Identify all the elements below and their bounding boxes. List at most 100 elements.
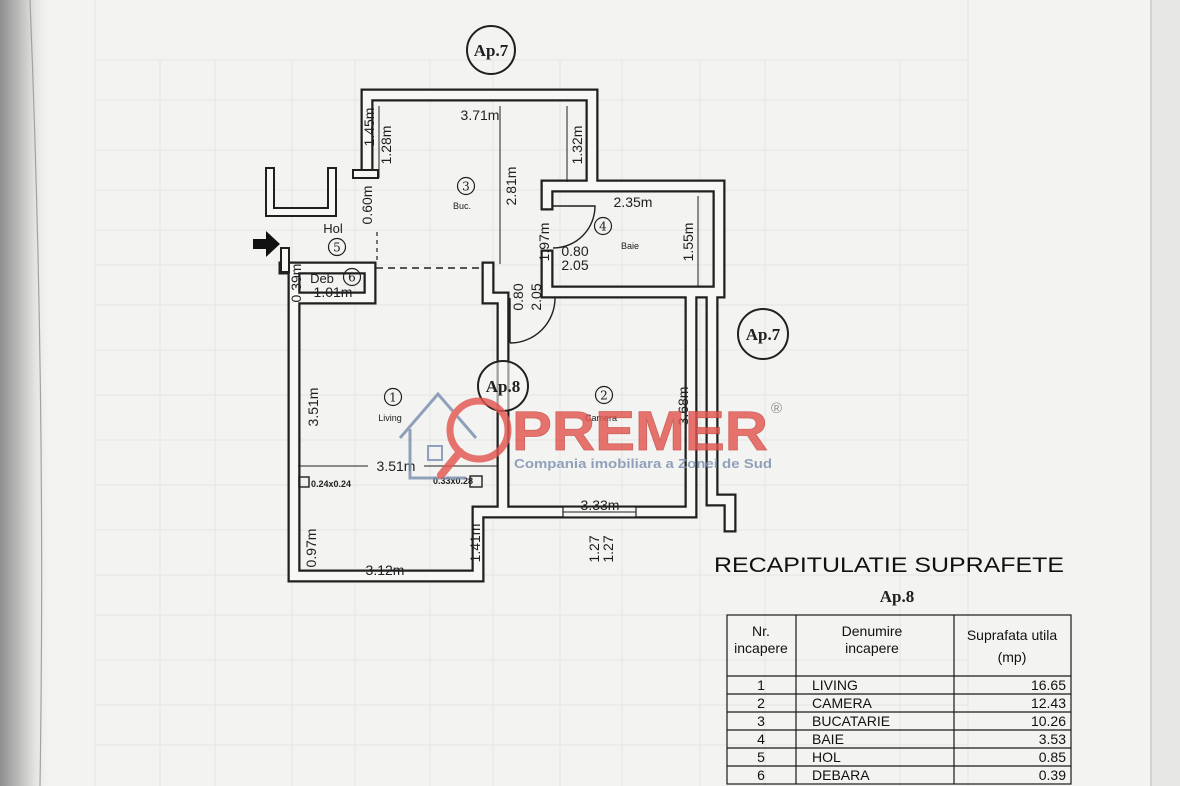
row-name: DEBARA [812, 767, 870, 783]
neighbor-apartment-right: Ap.7 [737, 308, 789, 360]
room-label: Hol [323, 221, 343, 236]
table-row: 4 BAIE 3.53 [757, 731, 1066, 747]
room-number: 6 [348, 271, 356, 285]
apartment-circle [466, 25, 516, 75]
row-nr: 2 [757, 695, 765, 711]
summary-table-grid [726, 614, 1072, 785]
room-number: 5 [333, 241, 341, 255]
table-row: 2 CAMERA 12.43 [757, 695, 1066, 711]
area-summary: RECAPITULATIE SUPRAFETE Ap.8 Nr. incaper… [714, 554, 1072, 785]
header-name-line2: incapere [845, 640, 899, 656]
header-area-line2: (mp) [998, 649, 1027, 665]
row-nr: 3 [757, 713, 765, 729]
row-area: 10.26 [1031, 713, 1066, 729]
apartment-label: Ap.7 [474, 41, 509, 60]
table-row: 6 DEBARA 0.39 [757, 767, 1066, 783]
apartment-circle [737, 308, 789, 360]
dim-living-width: 3.51m [377, 458, 416, 474]
dim-bath-left: 1.97m [536, 223, 552, 262]
neighbor-apartment-top: Ap.7 [466, 25, 516, 75]
dim-bedroom-width: 3.33m [581, 497, 620, 513]
room-3-kitchen: 3 Buc. [453, 176, 476, 211]
row-area: 16.65 [1031, 677, 1066, 693]
dim-living-depth: 3.51m [305, 388, 321, 427]
room-number-circle [342, 267, 362, 287]
room-label: Baie [621, 241, 639, 251]
room-label: Living [378, 413, 402, 423]
header-name-line1: Denumire [842, 623, 903, 639]
dim-column-right: 0.33x0.28 [433, 476, 473, 486]
summary-title: RECAPITULATIE SUPRAFETE [714, 554, 1064, 577]
logo-brand: PREMER [512, 399, 768, 462]
apartment-label: Ap.8 [486, 377, 520, 396]
logo-tagline: Compania imobiliara a Zonei de Sud [514, 456, 772, 471]
row-name: BAIE [812, 731, 844, 747]
dim-hall-width: 0.60m [359, 186, 375, 225]
room-1-living: 1 Living [378, 387, 403, 423]
dim-hall-outer-height: 1.45m [361, 108, 377, 147]
table-row: 3 BUCATARIE 10.26 [757, 713, 1066, 729]
table-row: 5 HOL 0.85 [757, 749, 1066, 765]
room-5-hall: Hol 5 [323, 221, 347, 257]
row-name: LIVING [812, 677, 858, 693]
bedroom-door-swing [509, 297, 556, 344]
dim-balcony-width: 3.12m [366, 562, 405, 578]
row-area: 0.39 [1039, 767, 1066, 783]
dim-balcony-right: 1.41m [467, 524, 483, 563]
row-area: 0.85 [1039, 749, 1066, 765]
room-2-camera: 2 Camera [585, 385, 617, 423]
room-6-storage: Deb 6 [310, 267, 362, 287]
premer-logo: PREMER ® Compania imobiliara a Zonei de … [398, 391, 782, 480]
header-nr-line1: Nr. [752, 623, 770, 639]
summary-table-header: Nr. incapere Denumire incapere Suprafata… [734, 623, 1057, 665]
logo-registered-mark: ® [771, 400, 782, 417]
arrow-right-icon [253, 231, 280, 257]
column-right [469, 475, 483, 488]
page-curl-shadow [0, 0, 52, 786]
room-number: 2 [600, 389, 608, 403]
dim-room-door-width: 0.80 [510, 283, 526, 310]
room-number-circle [383, 387, 403, 407]
dim-storage-depth: 0.39m [288, 264, 304, 303]
dim-hall-inner-height: 1.28m [378, 126, 394, 165]
dim-bath-door-height: 2.05 [561, 257, 588, 273]
row-nr: 5 [757, 749, 765, 765]
dim-storage-width: 1.01m [314, 284, 353, 300]
dim-balcony-depth: 0.97m [303, 529, 319, 568]
dim-kitchen-depth: 2.81m [503, 167, 519, 206]
dim-column-left: 0.24x0.24 [311, 479, 351, 489]
apartment-label: Ap.7 [746, 325, 781, 344]
header-nr-line2: incapere [734, 640, 788, 656]
room-number-circle [327, 237, 347, 257]
dimension-lines [298, 106, 699, 571]
dimension-labels: 3.71m 1.45m 1.28m 1.32m 2.81m 0.60m 2.35… [288, 107, 696, 578]
room-number-circle [593, 216, 613, 236]
row-nr: 4 [757, 731, 765, 747]
row-nr: 1 [757, 677, 765, 693]
room-number: 3 [462, 180, 470, 194]
row-area: 3.53 [1039, 731, 1066, 747]
table-row: 1 LIVING 16.65 [757, 677, 1066, 693]
page-left-edge [29, 0, 43, 786]
dim-window-width: 1.27 [586, 535, 602, 562]
room-4-bathroom: 4 Baie [593, 216, 639, 251]
room-label: Buc. [453, 201, 471, 211]
dim-bath-depth: 1.55m [680, 223, 696, 262]
next-page-strip [1151, 0, 1180, 786]
row-nr: 6 [757, 767, 765, 783]
house-magnifier-icon [398, 391, 512, 480]
dim-room-door-height: 2.05 [528, 283, 544, 310]
room-label: Camera [585, 413, 617, 423]
column-left [298, 476, 310, 488]
dim-kitchen-right-segment: 1.32m [569, 126, 585, 165]
dim-bath-width: 2.35m [614, 194, 653, 210]
room-number: 1 [389, 391, 397, 405]
row-name: CAMERA [812, 695, 873, 711]
row-name: HOL [812, 749, 841, 765]
room-number-circle [594, 385, 614, 405]
dim-bedroom-depth: 3.68m [675, 387, 691, 426]
row-name: BUCATARIE [812, 713, 890, 729]
dim-bath-door-width: 0.80 [561, 243, 588, 259]
bedroom-window [562, 506, 637, 518]
